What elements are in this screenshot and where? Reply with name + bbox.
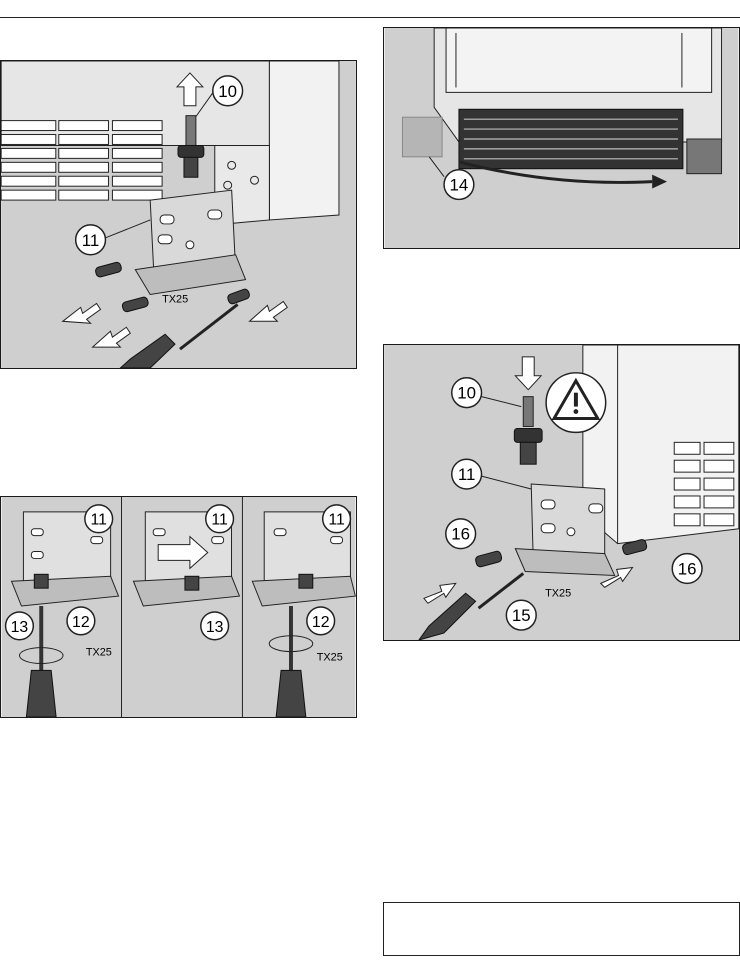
- plinth-grille: [458, 108, 684, 170]
- svg-text:12: 12: [312, 614, 330, 631]
- hinge-bracket: [134, 189, 247, 296]
- tool-label: TX25: [86, 647, 112, 659]
- hinge-detail-illustration: 11 13 12 TX25 11: [1, 497, 356, 717]
- ventilation-grille: [1, 120, 163, 201]
- svg-text:11: 11: [458, 465, 476, 484]
- remove-hinge-illustration: 10 11 TX25: [1, 61, 356, 368]
- callout-16-right: 16: [671, 552, 703, 585]
- install-hinge-illustration: 10 11 16 16 15 TX25: [384, 345, 739, 640]
- down-arrow-icon: [514, 356, 543, 391]
- screwdriver: [119, 303, 239, 368]
- hinge-bracket: [514, 483, 616, 576]
- ventilation-grille: [673, 441, 735, 527]
- svg-text:12: 12: [72, 614, 90, 631]
- svg-text:16: 16: [451, 525, 470, 544]
- screws: [475, 539, 648, 568]
- screwdriver: [418, 572, 525, 640]
- svg-text:10: 10: [457, 384, 476, 403]
- svg-text:11: 11: [328, 512, 345, 529]
- up-arrow-icon: [175, 72, 204, 107]
- svg-text:10: 10: [218, 82, 237, 101]
- warning-triangle-icon: [545, 372, 607, 434]
- hinge-pin: [513, 396, 543, 465]
- svg-text:13: 13: [206, 619, 224, 636]
- callout-11: 11: [205, 504, 235, 534]
- callout-11: 11: [450, 458, 532, 490]
- svg-text:11: 11: [90, 512, 107, 529]
- note-box: [383, 902, 740, 956]
- panel-b: 11 13: [132, 504, 241, 641]
- panel-c: 11 12 TX25: [251, 504, 356, 717]
- callout-14: 14: [428, 156, 475, 201]
- figure-hinge-detail: 11 13 12 TX25 11: [0, 496, 357, 718]
- hinge-pin: [177, 115, 205, 178]
- callout-13: 13: [4, 611, 35, 641]
- slide-arrow-icon: [458, 160, 653, 184]
- callout-13: 13: [200, 611, 230, 641]
- figure-install-hinge: 10 11 16 16 15 TX25: [383, 344, 740, 641]
- panel-a: 11 13 12 TX25: [4, 504, 120, 717]
- screws: [95, 261, 250, 313]
- arrow-icons: [61, 300, 288, 348]
- svg-text:16: 16: [678, 559, 697, 578]
- arrow-icons: [423, 566, 634, 604]
- callout-12: 12: [66, 606, 96, 636]
- callout-11: 11: [321, 504, 352, 534]
- callout-11: 11: [84, 504, 114, 534]
- callout-10: 10: [450, 377, 522, 409]
- callout-12: 12: [306, 606, 336, 636]
- svg-text:14: 14: [450, 176, 469, 195]
- callout-16-left: 16: [445, 518, 477, 550]
- svg-text:11: 11: [82, 231, 100, 250]
- callout-11: 11: [74, 219, 151, 256]
- slide-arrow-icon: [157, 535, 209, 570]
- tool-label: TX25: [545, 587, 571, 599]
- svg-text:11: 11: [211, 512, 228, 529]
- tool-label: TX25: [162, 293, 188, 305]
- callout-10: 10: [195, 75, 244, 117]
- plinth-grille-illustration: 14: [384, 28, 739, 248]
- page-header-rule: [0, 17, 740, 18]
- tool-label: TX25: [317, 652, 343, 664]
- svg-text:13: 13: [11, 619, 29, 636]
- figure-plinth-grille: 14: [383, 27, 740, 249]
- figure-remove-hinge: 10 11 TX25: [0, 60, 357, 369]
- callout-15: 15: [505, 599, 537, 631]
- svg-text:15: 15: [512, 606, 531, 625]
